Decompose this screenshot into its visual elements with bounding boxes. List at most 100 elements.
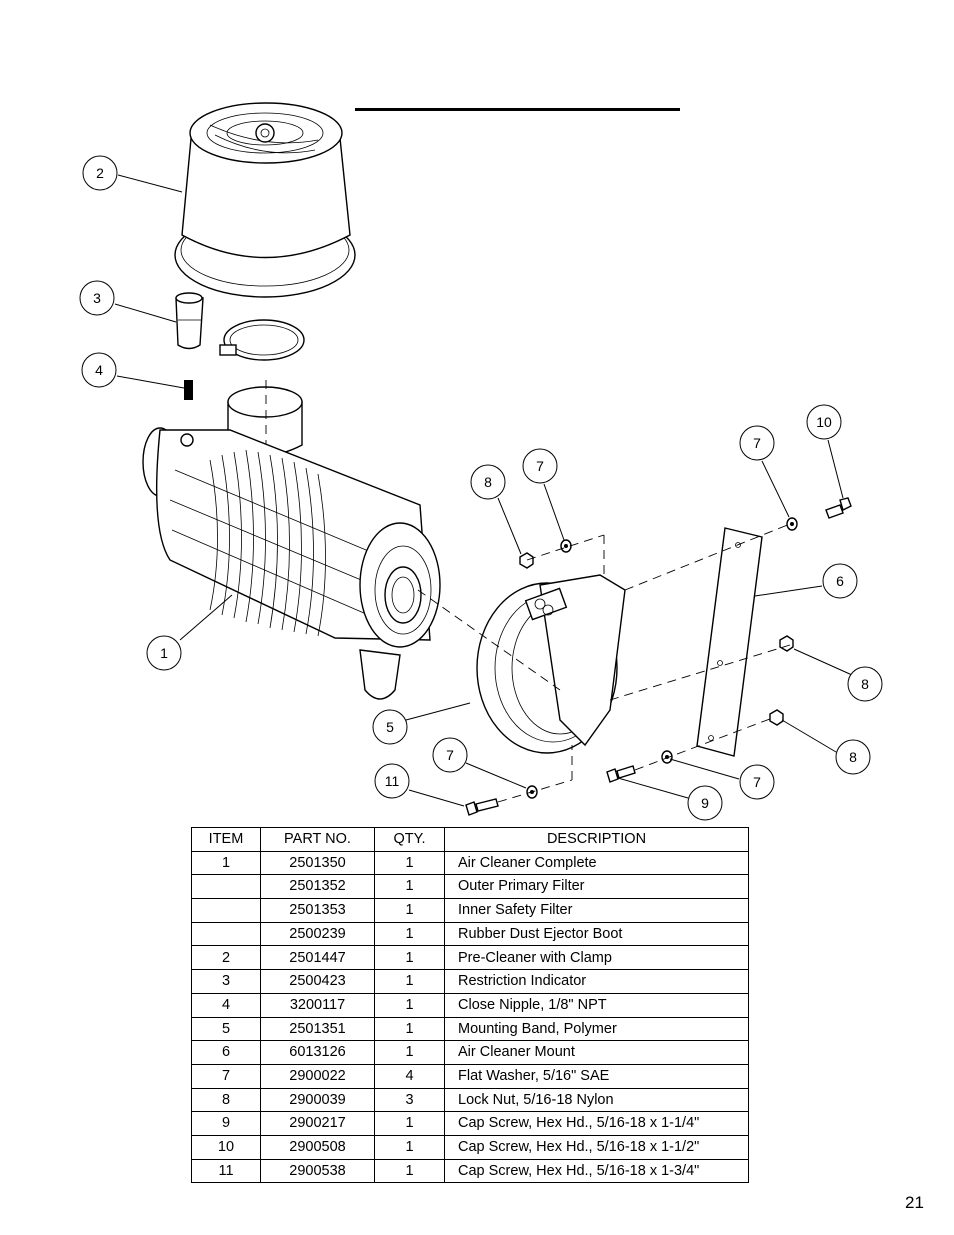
row-item: 5 — [191, 1016, 261, 1042]
svg-text:8: 8 — [861, 676, 869, 692]
callout-8-lower-right: 8 — [835, 739, 871, 775]
row-item — [191, 921, 261, 947]
row-part-no: 2900217 — [260, 1111, 375, 1136]
svg-text:9: 9 — [701, 795, 709, 811]
callout-5: 5 — [372, 709, 408, 745]
svg-text:7: 7 — [536, 458, 544, 474]
assembly-centerlines — [417, 523, 791, 803]
svg-text:7: 7 — [753, 435, 761, 451]
row-qty: 1 — [374, 969, 445, 994]
svg-text:7: 7 — [753, 774, 761, 790]
callout-9: 9 — [687, 785, 723, 821]
svg-text:7: 7 — [446, 747, 454, 763]
row-qty: 3 — [374, 1087, 445, 1113]
hardware-drawing — [465, 497, 852, 816]
callout-11: 11 — [374, 763, 410, 799]
header-item: ITEM — [191, 827, 261, 852]
callout-7-upper-left: 7 — [522, 448, 558, 484]
callout-8-right: 8 — [847, 666, 883, 702]
row-item: 4 — [191, 992, 261, 1018]
row-description: Outer Primary Filter — [444, 874, 749, 900]
row-part-no: 2500423 — [260, 969, 375, 994]
callout-7-lower-left: 7 — [432, 737, 468, 773]
row-qty: 1 — [374, 1111, 445, 1136]
svg-text:11: 11 — [385, 773, 400, 789]
svg-text:10: 10 — [816, 414, 832, 430]
row-part-no: 2501350 — [260, 850, 375, 876]
row-qty: 1 — [374, 992, 445, 1018]
row-part-no: 2900022 — [260, 1063, 375, 1089]
row-part-no: 2900039 — [260, 1087, 375, 1113]
callout-4: 4 — [81, 352, 117, 388]
callout-7-lower-right: 7 — [739, 764, 775, 800]
row-part-no: 2500239 — [260, 921, 375, 947]
row-qty: 1 — [374, 1016, 445, 1042]
row-item: 11 — [191, 1158, 261, 1184]
callout-7-upper-right: 7 — [739, 425, 775, 461]
row-qty: 1 — [374, 850, 445, 876]
row-item: 6 — [191, 1040, 261, 1065]
row-description: Air Cleaner Mount — [444, 1040, 749, 1065]
row-qty: 1 — [374, 898, 445, 923]
row-item: 10 — [191, 1134, 261, 1160]
svg-text:5: 5 — [386, 719, 394, 735]
row-part-no: 2501351 — [260, 1016, 375, 1042]
row-part-no: 2900508 — [260, 1134, 375, 1160]
table-header-row: ITEM PART NO. QTY. DESCRIPTION — [191, 827, 749, 852]
callout-10: 10 — [806, 404, 842, 440]
page-number: 21 — [905, 1193, 924, 1212]
svg-text:8: 8 — [484, 474, 492, 490]
row-qty: 1 — [374, 1134, 445, 1160]
row-part-no: 6013126 — [260, 1040, 375, 1065]
row-description: Inner Safety Filter — [444, 898, 749, 923]
row-description: Flat Washer, 5/16" SAE — [444, 1063, 749, 1089]
svg-text:4: 4 — [95, 362, 103, 378]
callout-3: 3 — [79, 280, 115, 316]
row-item: 3 — [191, 969, 261, 994]
row-description: Lock Nut, 5/16-18 Nylon — [444, 1087, 749, 1113]
row-part-no: 2900538 — [260, 1158, 375, 1184]
svg-text:6: 6 — [836, 573, 844, 589]
title-underline — [355, 108, 680, 111]
row-qty: 1 — [374, 1158, 445, 1184]
exploded-parts-diagram: 2 3 4 1 5 8 7 7 10 6 8 8 7 7 11 9 — [79, 102, 883, 821]
row-part-no: 2501352 — [260, 874, 375, 900]
row-description: Air Cleaner Complete — [444, 850, 749, 876]
row-qty: 1 — [374, 1040, 445, 1065]
row-part-no: 2501353 — [260, 898, 375, 923]
row-item: 2 — [191, 945, 261, 971]
row-item — [191, 898, 261, 923]
callout-8-upper: 8 — [470, 464, 506, 500]
svg-text:2: 2 — [96, 165, 104, 181]
row-item: 8 — [191, 1087, 261, 1113]
row-qty: 1 — [374, 921, 445, 947]
row-qty: 4 — [374, 1063, 445, 1089]
row-description: Cap Screw, Hex Hd., 5/16-18 x 1-1/2" — [444, 1134, 749, 1160]
row-qty: 1 — [374, 945, 445, 971]
row-qty: 1 — [374, 874, 445, 900]
svg-text:3: 3 — [93, 290, 101, 306]
pre-cleaner-drawing — [174, 102, 356, 298]
row-item: 7 — [191, 1063, 261, 1089]
callout-6: 6 — [822, 563, 858, 599]
row-part-no: 2501447 — [260, 945, 375, 971]
row-part-no: 3200117 — [260, 992, 375, 1018]
row-description: Mounting Band, Polymer — [444, 1016, 749, 1042]
row-description: Rubber Dust Ejector Boot — [444, 921, 749, 947]
svg-text:1: 1 — [160, 645, 168, 661]
header-part-no: PART NO. — [260, 827, 375, 852]
mounting-band-drawing — [476, 574, 626, 754]
